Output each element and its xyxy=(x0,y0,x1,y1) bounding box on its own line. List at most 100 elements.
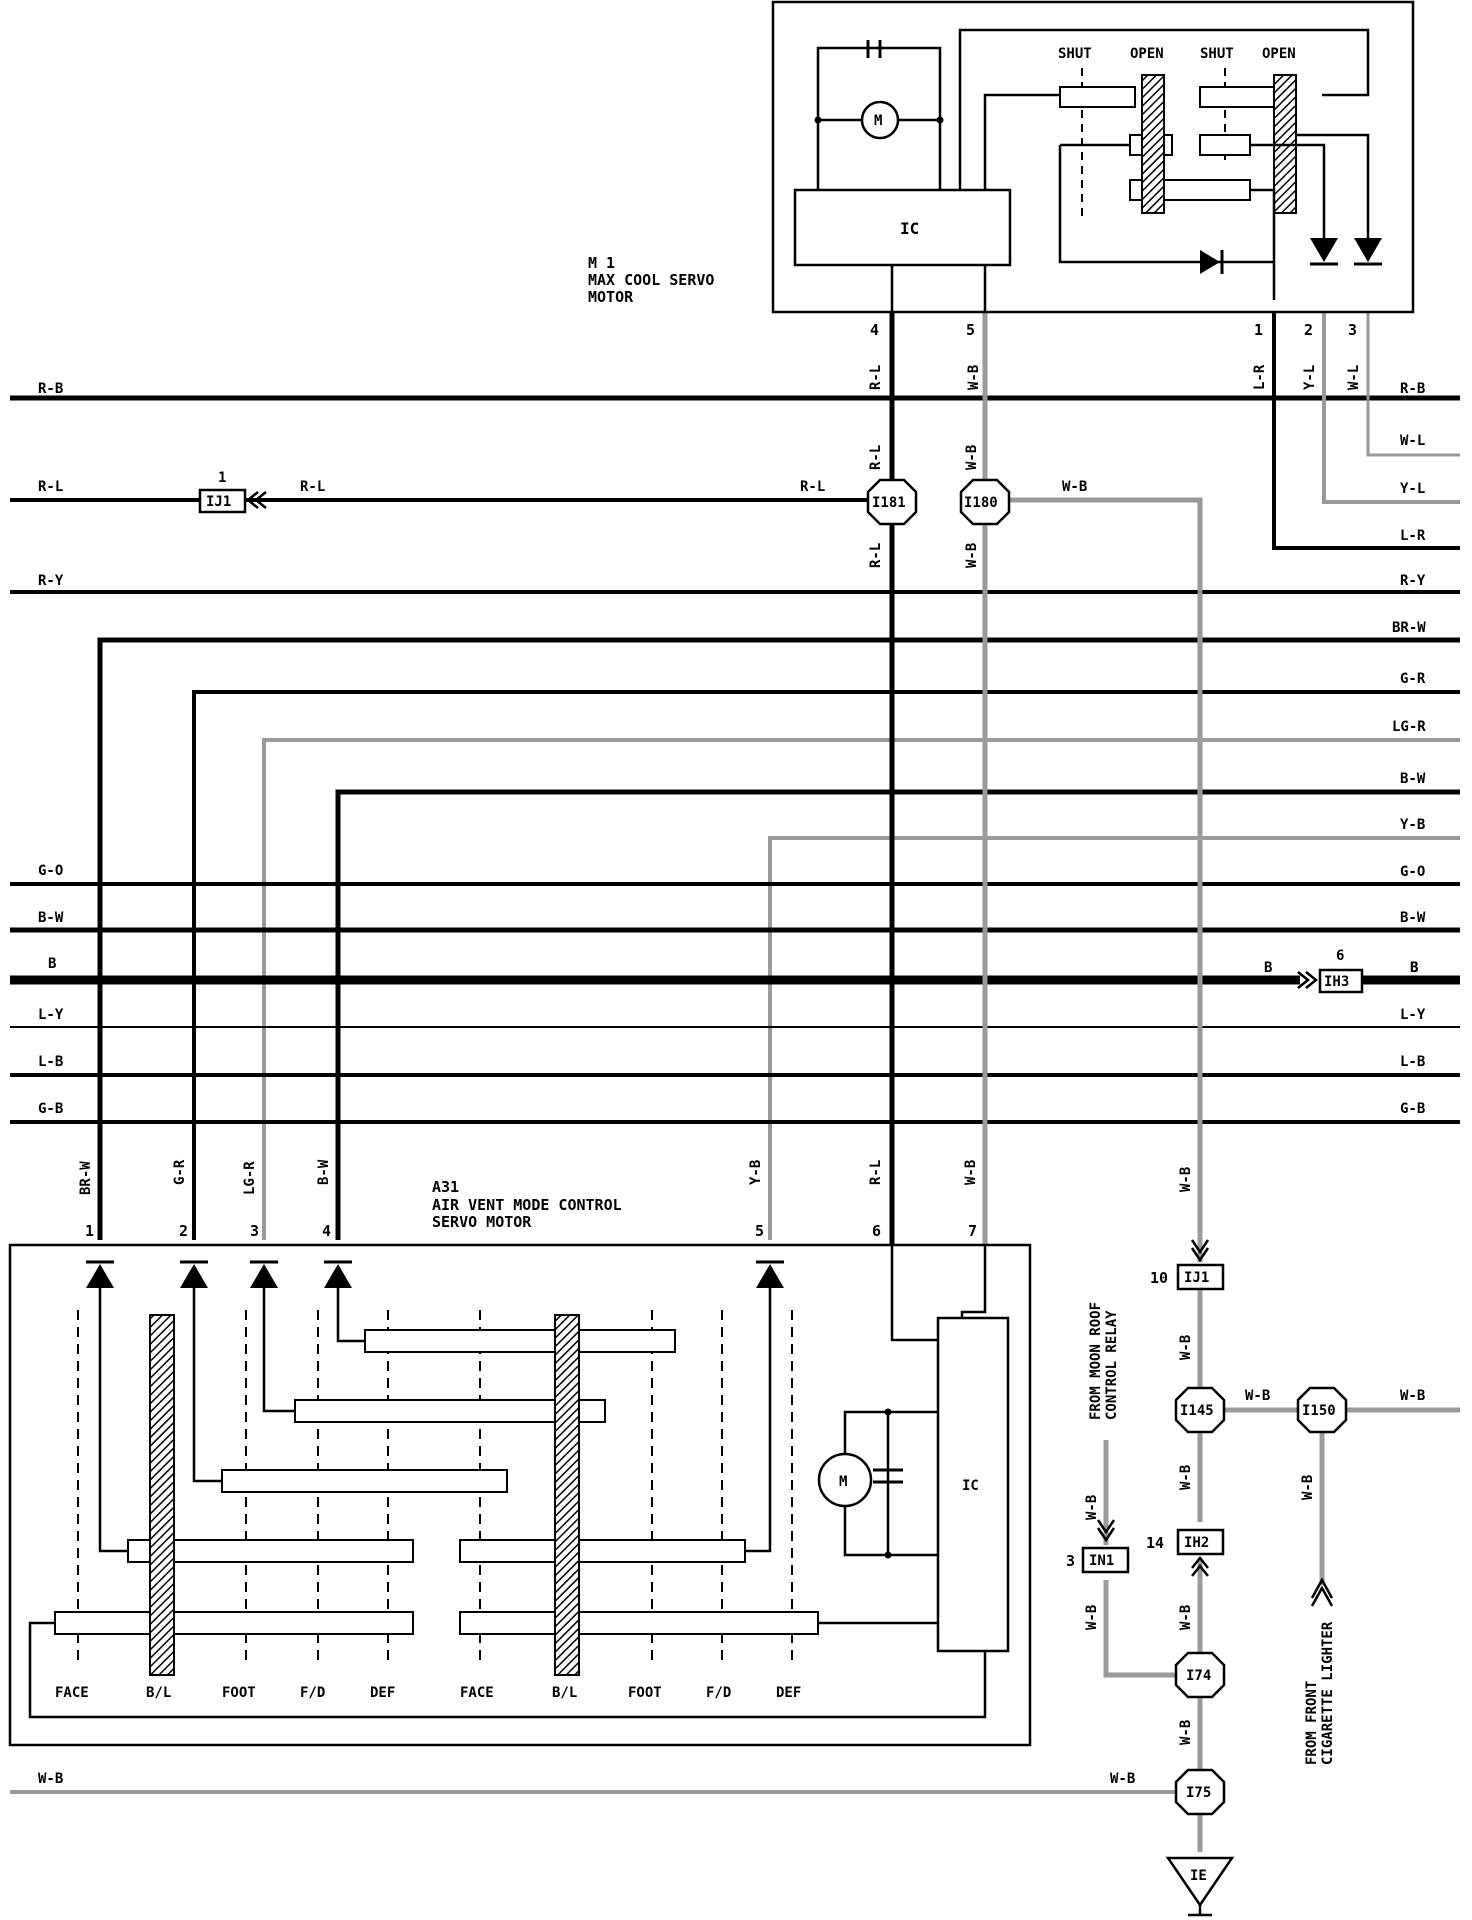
i181-left-wire: R-L xyxy=(800,479,825,495)
right-label-b-w-upper: B-W xyxy=(1400,771,1426,787)
svg-text:B: B xyxy=(1264,960,1272,976)
note-moon-roof-2: CONTROL RELAY xyxy=(1104,1310,1120,1420)
svg-text:Y-B: Y-B xyxy=(748,1160,764,1185)
a31-mode-face-1: FACE xyxy=(55,1685,89,1701)
right-label-g-r: G-R xyxy=(1400,671,1426,687)
svg-text:1: 1 xyxy=(85,1222,94,1240)
note-moon-roof-1: FROM MOON ROOF xyxy=(1088,1302,1104,1420)
a31-ic-label: IC xyxy=(962,1478,979,1494)
m1-pin-2: 2 xyxy=(1304,321,1313,339)
right-label-w-l: W-L xyxy=(1400,433,1425,449)
w-b-label-9: W-B xyxy=(1084,1605,1100,1630)
junction-i74: I74 xyxy=(1174,1651,1226,1699)
svg-text:IH2: IH2 xyxy=(1184,1535,1209,1551)
wire-w-b-in1 xyxy=(1103,1580,1182,1678)
connector-ih3: IH3 6 B B xyxy=(1264,948,1418,994)
svg-text:I180: I180 xyxy=(964,495,998,511)
a31-mode-bl-2: B/L xyxy=(552,1685,577,1701)
right-label-l-y: L-Y xyxy=(1400,1007,1426,1023)
a31-mode-fd-1: F/D xyxy=(300,1685,325,1701)
svg-text:IN1: IN1 xyxy=(1089,1553,1114,1569)
right-label-y-b: Y-B xyxy=(1400,817,1425,833)
svg-text:6: 6 xyxy=(872,1222,881,1240)
a31-mode-def-1: DEF xyxy=(370,1685,395,1701)
junction-i180: I180 xyxy=(959,478,1011,526)
a31-mode-bl-1: B/L xyxy=(146,1685,171,1701)
m1-code: M 1 xyxy=(588,254,615,272)
left-label-l-y: L-Y xyxy=(38,1007,64,1023)
connector-in1: IN1 3 xyxy=(1066,1519,1130,1574)
svg-text:IJ1: IJ1 xyxy=(206,494,231,510)
left-label-r-l: R-L xyxy=(38,479,63,495)
ground-chain: W-B IJ1 10 W-B I145 W-B I150 W-B W-B W-B… xyxy=(1066,1167,1425,1917)
svg-text:1: 1 xyxy=(218,470,226,486)
a31-mode-foot-1: FOOT xyxy=(222,1685,256,1701)
svg-text:3: 3 xyxy=(250,1222,259,1240)
w-b-label-i75: W-B xyxy=(1110,1771,1135,1787)
m1-pin-3: 3 xyxy=(1348,321,1357,339)
svg-text:2: 2 xyxy=(179,1222,188,1240)
right-label-b-w-lower: B-W xyxy=(1400,910,1426,926)
a31-pin-labels: 1 2 3 4 5 6 7 BR-W G-R LG-R B-W Y-B R-L … xyxy=(78,1159,979,1240)
ground-ie: IE xyxy=(1165,1856,1235,1917)
m1-motor-label: M xyxy=(874,113,882,129)
junction-i75: I75 xyxy=(1174,1768,1226,1816)
junction-i181: I181 xyxy=(866,478,918,526)
left-label-r-b: R-B xyxy=(38,381,63,397)
svg-text:4: 4 xyxy=(322,1222,331,1240)
i180-above-wire: W-B xyxy=(964,445,980,470)
wire-w-b-ij1 xyxy=(1005,497,1203,1262)
a31-mode-face-2: FACE xyxy=(460,1685,494,1701)
right-bus-labels: R-B W-L Y-L L-R R-Y BR-W G-R LG-R B-W Y-… xyxy=(1392,381,1426,1117)
m1-shut-1: SHUT xyxy=(1058,46,1092,62)
right-label-g-b: G-B xyxy=(1400,1101,1425,1117)
right-label-l-r: L-R xyxy=(1400,528,1426,544)
a31-mode-fd-2: F/D xyxy=(706,1685,731,1701)
left-label-g-b: G-B xyxy=(38,1101,63,1117)
m1-pin-5: 5 xyxy=(966,321,975,339)
left-label-b: B xyxy=(48,956,56,972)
svg-text:G-R: G-R xyxy=(172,1159,188,1185)
svg-text:R-L: R-L xyxy=(300,479,325,495)
m1-wire-3: W-L xyxy=(1346,365,1362,390)
note-lighter-2: CIGARETTE LIGHTER xyxy=(1320,1621,1336,1765)
svg-text:I150: I150 xyxy=(1302,1403,1336,1419)
a31-code: A31 xyxy=(432,1178,459,1196)
m1-shut-2: SHUT xyxy=(1200,46,1234,62)
left-label-r-y: R-Y xyxy=(38,573,64,589)
right-label-b: B xyxy=(1410,960,1418,976)
w-b-label-3: W-B xyxy=(1245,1388,1270,1404)
svg-text:I181: I181 xyxy=(872,495,906,511)
m1-open-1: OPEN xyxy=(1130,46,1164,62)
right-label-r-b: R-B xyxy=(1400,381,1425,397)
connector-ih2: IH2 14 xyxy=(1146,1528,1225,1577)
m1-wire-1: L-R xyxy=(1252,364,1268,390)
a31-motor-label: M xyxy=(839,1474,847,1490)
svg-text:LG-R: LG-R xyxy=(242,1161,258,1195)
svg-text:I75: I75 xyxy=(1186,1785,1211,1801)
w-b-label-2: W-B xyxy=(1178,1335,1194,1360)
right-label-lg-r: LG-R xyxy=(1392,719,1426,735)
svg-text:7: 7 xyxy=(968,1222,977,1240)
bus-wires xyxy=(10,250,1460,1852)
svg-text:14: 14 xyxy=(1146,1534,1164,1552)
m1-pin-1: 1 xyxy=(1254,321,1263,339)
svg-text:IE: IE xyxy=(1190,1868,1207,1884)
svg-text:IJ1: IJ1 xyxy=(1184,1270,1209,1286)
svg-text:IH3: IH3 xyxy=(1324,974,1349,990)
svg-text:5: 5 xyxy=(755,1222,764,1240)
wire-y-l xyxy=(1322,250,1460,504)
left-label-w-b: W-B xyxy=(38,1771,63,1787)
w-b-label-8: W-B xyxy=(1084,1495,1100,1520)
connector-ij1-top: IJ1 1 R-L xyxy=(198,470,325,514)
w-b-label-1: W-B xyxy=(1178,1167,1194,1192)
right-label-r-y: R-Y xyxy=(1400,573,1426,589)
i180-below-wire: W-B xyxy=(964,543,980,568)
wire-y-b xyxy=(768,836,1460,1240)
m1-pin-4: 4 xyxy=(870,321,879,339)
svg-text:3: 3 xyxy=(1066,1552,1075,1570)
a31-name-2: SERVO MOTOR xyxy=(432,1213,532,1231)
svg-text:6: 6 xyxy=(1336,948,1344,964)
m1-ic-label: IC xyxy=(900,219,919,238)
